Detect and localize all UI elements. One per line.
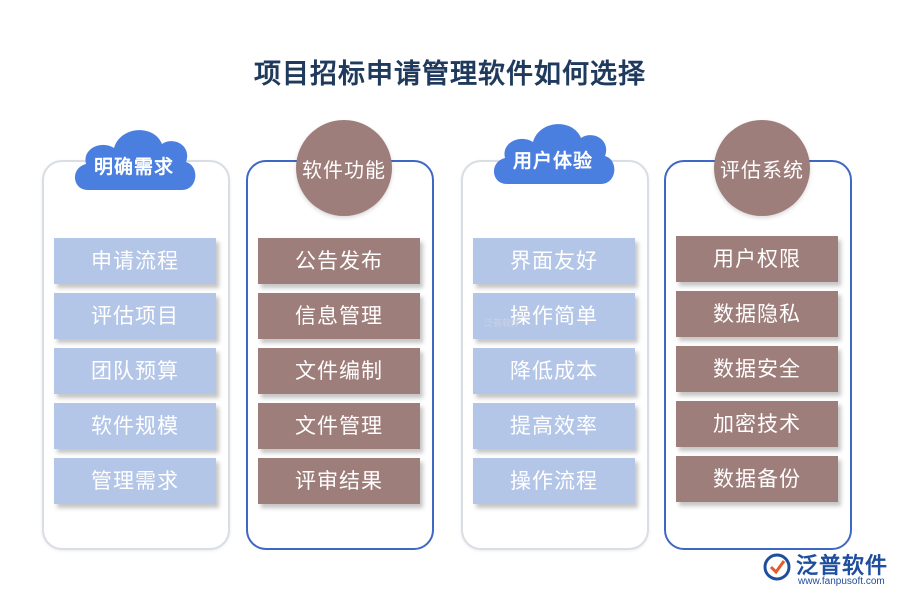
column-3-heading: 用户体验 bbox=[512, 150, 593, 172]
logo-url: www.fanpusoft.com bbox=[798, 576, 885, 587]
column-2-item-1: 公告发布 bbox=[258, 238, 420, 284]
column-panel-2: 公告发布 信息管理 文件编制 文件管理 评审结果 bbox=[246, 160, 434, 550]
brand-logo: 泛普软件 www.fanpusoft.com bbox=[762, 548, 896, 594]
column-3-item-3: 降低成本 bbox=[473, 348, 635, 394]
logo-name: 泛普软件 bbox=[796, 554, 889, 579]
column-3-item-4: 提高效率 bbox=[473, 403, 635, 449]
column-3-item-2: 操作简单 bbox=[473, 293, 635, 339]
column-1-item-1: 申请流程 bbox=[54, 238, 216, 284]
cloud-heading-3: 用户体验 bbox=[485, 112, 621, 194]
column-1-item-2: 评估项目 bbox=[54, 293, 216, 339]
column-1-heading: 明确需求 bbox=[93, 156, 174, 178]
column-panel-4: 用户权限 数据隐私 数据安全 加密技术 数据备份 bbox=[664, 160, 852, 550]
column-4-item-5: 数据备份 bbox=[676, 456, 838, 502]
column-4-item-4: 加密技术 bbox=[676, 401, 838, 447]
column-panel-1: 申请流程 评估项目 团队预算 软件规模 管理需求 bbox=[42, 160, 230, 550]
diagram-title: 项目招标申请管理软件如何选择 bbox=[254, 59, 646, 90]
column-4-item-2: 数据隐私 bbox=[676, 291, 838, 337]
column-3-item-1: 界面友好 bbox=[473, 238, 635, 284]
column-4-item-1: 用户权限 bbox=[676, 236, 838, 282]
column-2-item-5: 评审结果 bbox=[258, 458, 420, 504]
column-2-item-4: 文件管理 bbox=[258, 403, 420, 449]
watermark: 泛普软件 bbox=[484, 319, 521, 329]
column-4-heading: 评估系统 bbox=[714, 120, 810, 216]
column-panel-3: 界面友好 操作简单 降低成本 提高效率 操作流程 bbox=[461, 160, 649, 550]
column-1-item-5: 管理需求 bbox=[54, 458, 216, 504]
column-3-item-5: 操作流程 bbox=[473, 458, 635, 504]
column-2-item-3: 文件编制 bbox=[258, 348, 420, 394]
column-2-heading: 软件功能 bbox=[296, 120, 392, 216]
column-1-item-3: 团队预算 bbox=[54, 348, 216, 394]
cloud-icon bbox=[493, 124, 615, 184]
cloud-icon bbox=[74, 130, 196, 190]
column-2-item-2: 信息管理 bbox=[258, 293, 420, 339]
logo-icon bbox=[763, 553, 791, 581]
column-1-item-4: 软件规模 bbox=[54, 403, 216, 449]
cloud-heading-1: 明确需求 bbox=[66, 118, 202, 200]
column-4-item-3: 数据安全 bbox=[676, 346, 838, 392]
